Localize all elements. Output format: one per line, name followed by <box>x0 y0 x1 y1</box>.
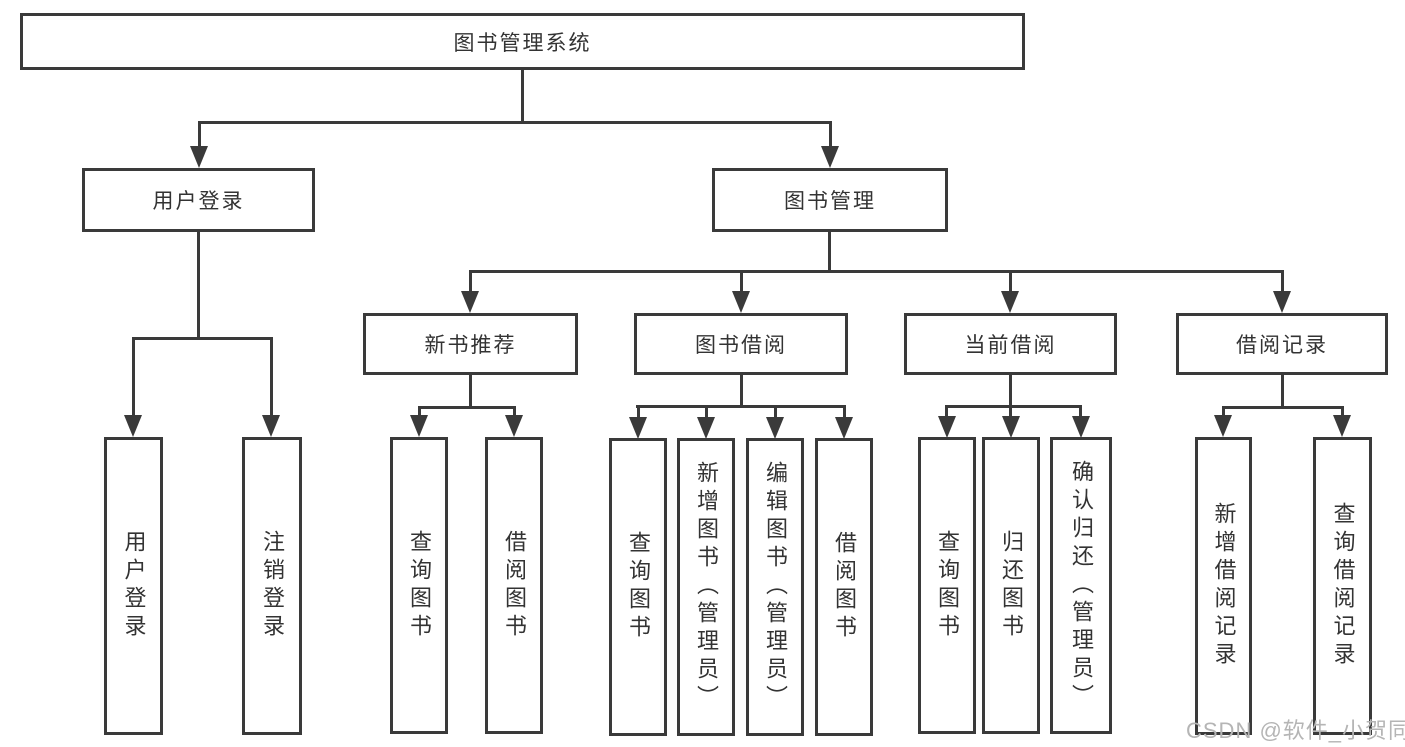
leaf-query-books-borrowing: 查询图书 <box>609 438 667 736</box>
connector-line <box>197 232 200 339</box>
connector-line <box>740 375 743 407</box>
connector-line <box>945 405 948 418</box>
arrowhead-down-icon <box>124 415 142 437</box>
arrowhead-down-icon <box>629 417 647 439</box>
arrowhead-down-icon <box>1333 415 1351 437</box>
node-user-login: 用户登录 <box>82 168 315 232</box>
connector-line <box>828 232 831 272</box>
connector-line <box>132 337 135 415</box>
arrowhead-down-icon <box>1002 416 1020 438</box>
connector-line <box>1009 405 1012 418</box>
connector-line <box>1341 406 1344 417</box>
leaf-query-books-recommend: 查询图书 <box>390 437 448 734</box>
connector-line <box>705 405 708 418</box>
connector-line <box>1281 375 1284 408</box>
leaf-user-login: 用户登录 <box>104 437 163 735</box>
leaf-query-books-current: 查询图书 <box>918 437 976 734</box>
arrowhead-down-icon <box>1214 415 1232 437</box>
connector-line <box>513 406 516 417</box>
connector-line <box>1281 270 1284 291</box>
connector-line <box>1222 406 1344 409</box>
leaf-add-books-admin: 新增图书（管理员） <box>677 438 735 736</box>
node-current-borrowing: 当前借阅 <box>904 313 1117 375</box>
node-borrowing-records: 借阅记录 <box>1176 313 1388 375</box>
node-library-management-system: 图书管理系统 <box>20 13 1025 70</box>
leaf-borrow-books-borrowing: 借阅图书 <box>815 438 873 736</box>
arrowhead-down-icon <box>821 146 839 168</box>
leaf-confirm-return-admin: 确认归还（管理员） <box>1050 437 1112 734</box>
connector-line <box>1009 270 1012 291</box>
connector-line <box>1009 375 1012 407</box>
connector-line <box>270 337 273 415</box>
connector-line <box>637 405 640 418</box>
leaf-edit-books-admin: 编辑图书（管理员） <box>746 438 804 736</box>
connector-line <box>198 121 201 151</box>
arrowhead-down-icon <box>262 415 280 437</box>
connector-line <box>945 405 1082 408</box>
arrowhead-down-icon <box>732 291 750 313</box>
leaf-return-books: 归还图书 <box>982 437 1040 734</box>
connector-line <box>774 405 777 418</box>
arrowhead-down-icon <box>505 415 523 437</box>
node-book-management: 图书管理 <box>712 168 948 232</box>
arrowhead-down-icon <box>766 417 784 439</box>
connector-line <box>1222 406 1225 417</box>
connector-line <box>469 375 472 408</box>
leaf-logout-login: 注销登录 <box>242 437 302 735</box>
leaf-query-borrow-record: 查询借阅记录 <box>1313 437 1372 735</box>
arrowhead-down-icon <box>835 417 853 439</box>
connector-line <box>843 405 846 418</box>
arrowhead-down-icon <box>190 146 208 168</box>
arrowhead-down-icon <box>461 291 479 313</box>
connector-line <box>829 121 832 149</box>
watermark: CSDN @软件_小贺同学 <box>1186 718 1405 743</box>
arrowhead-down-icon <box>1273 291 1291 313</box>
connector-line <box>469 270 1283 273</box>
connector-line <box>636 405 844 408</box>
connector-line <box>418 406 421 417</box>
connector-line <box>1079 405 1082 418</box>
connector-line <box>132 337 273 340</box>
arrowhead-down-icon <box>410 415 428 437</box>
connector-line <box>418 406 516 409</box>
leaf-borrow-books-recommend: 借阅图书 <box>485 437 543 734</box>
leaf-add-borrow-record: 新增借阅记录 <box>1195 437 1252 735</box>
connector-line <box>521 70 524 123</box>
arrowhead-down-icon <box>938 416 956 438</box>
connector-line <box>198 121 832 124</box>
node-new-book-recommend: 新书推荐 <box>363 313 578 375</box>
arrowhead-down-icon <box>1001 291 1019 313</box>
arrowhead-down-icon <box>1072 416 1090 438</box>
arrowhead-down-icon <box>697 417 715 439</box>
connector-line <box>469 270 472 291</box>
node-book-borrowing: 图书借阅 <box>634 313 848 375</box>
connector-line <box>740 270 743 291</box>
